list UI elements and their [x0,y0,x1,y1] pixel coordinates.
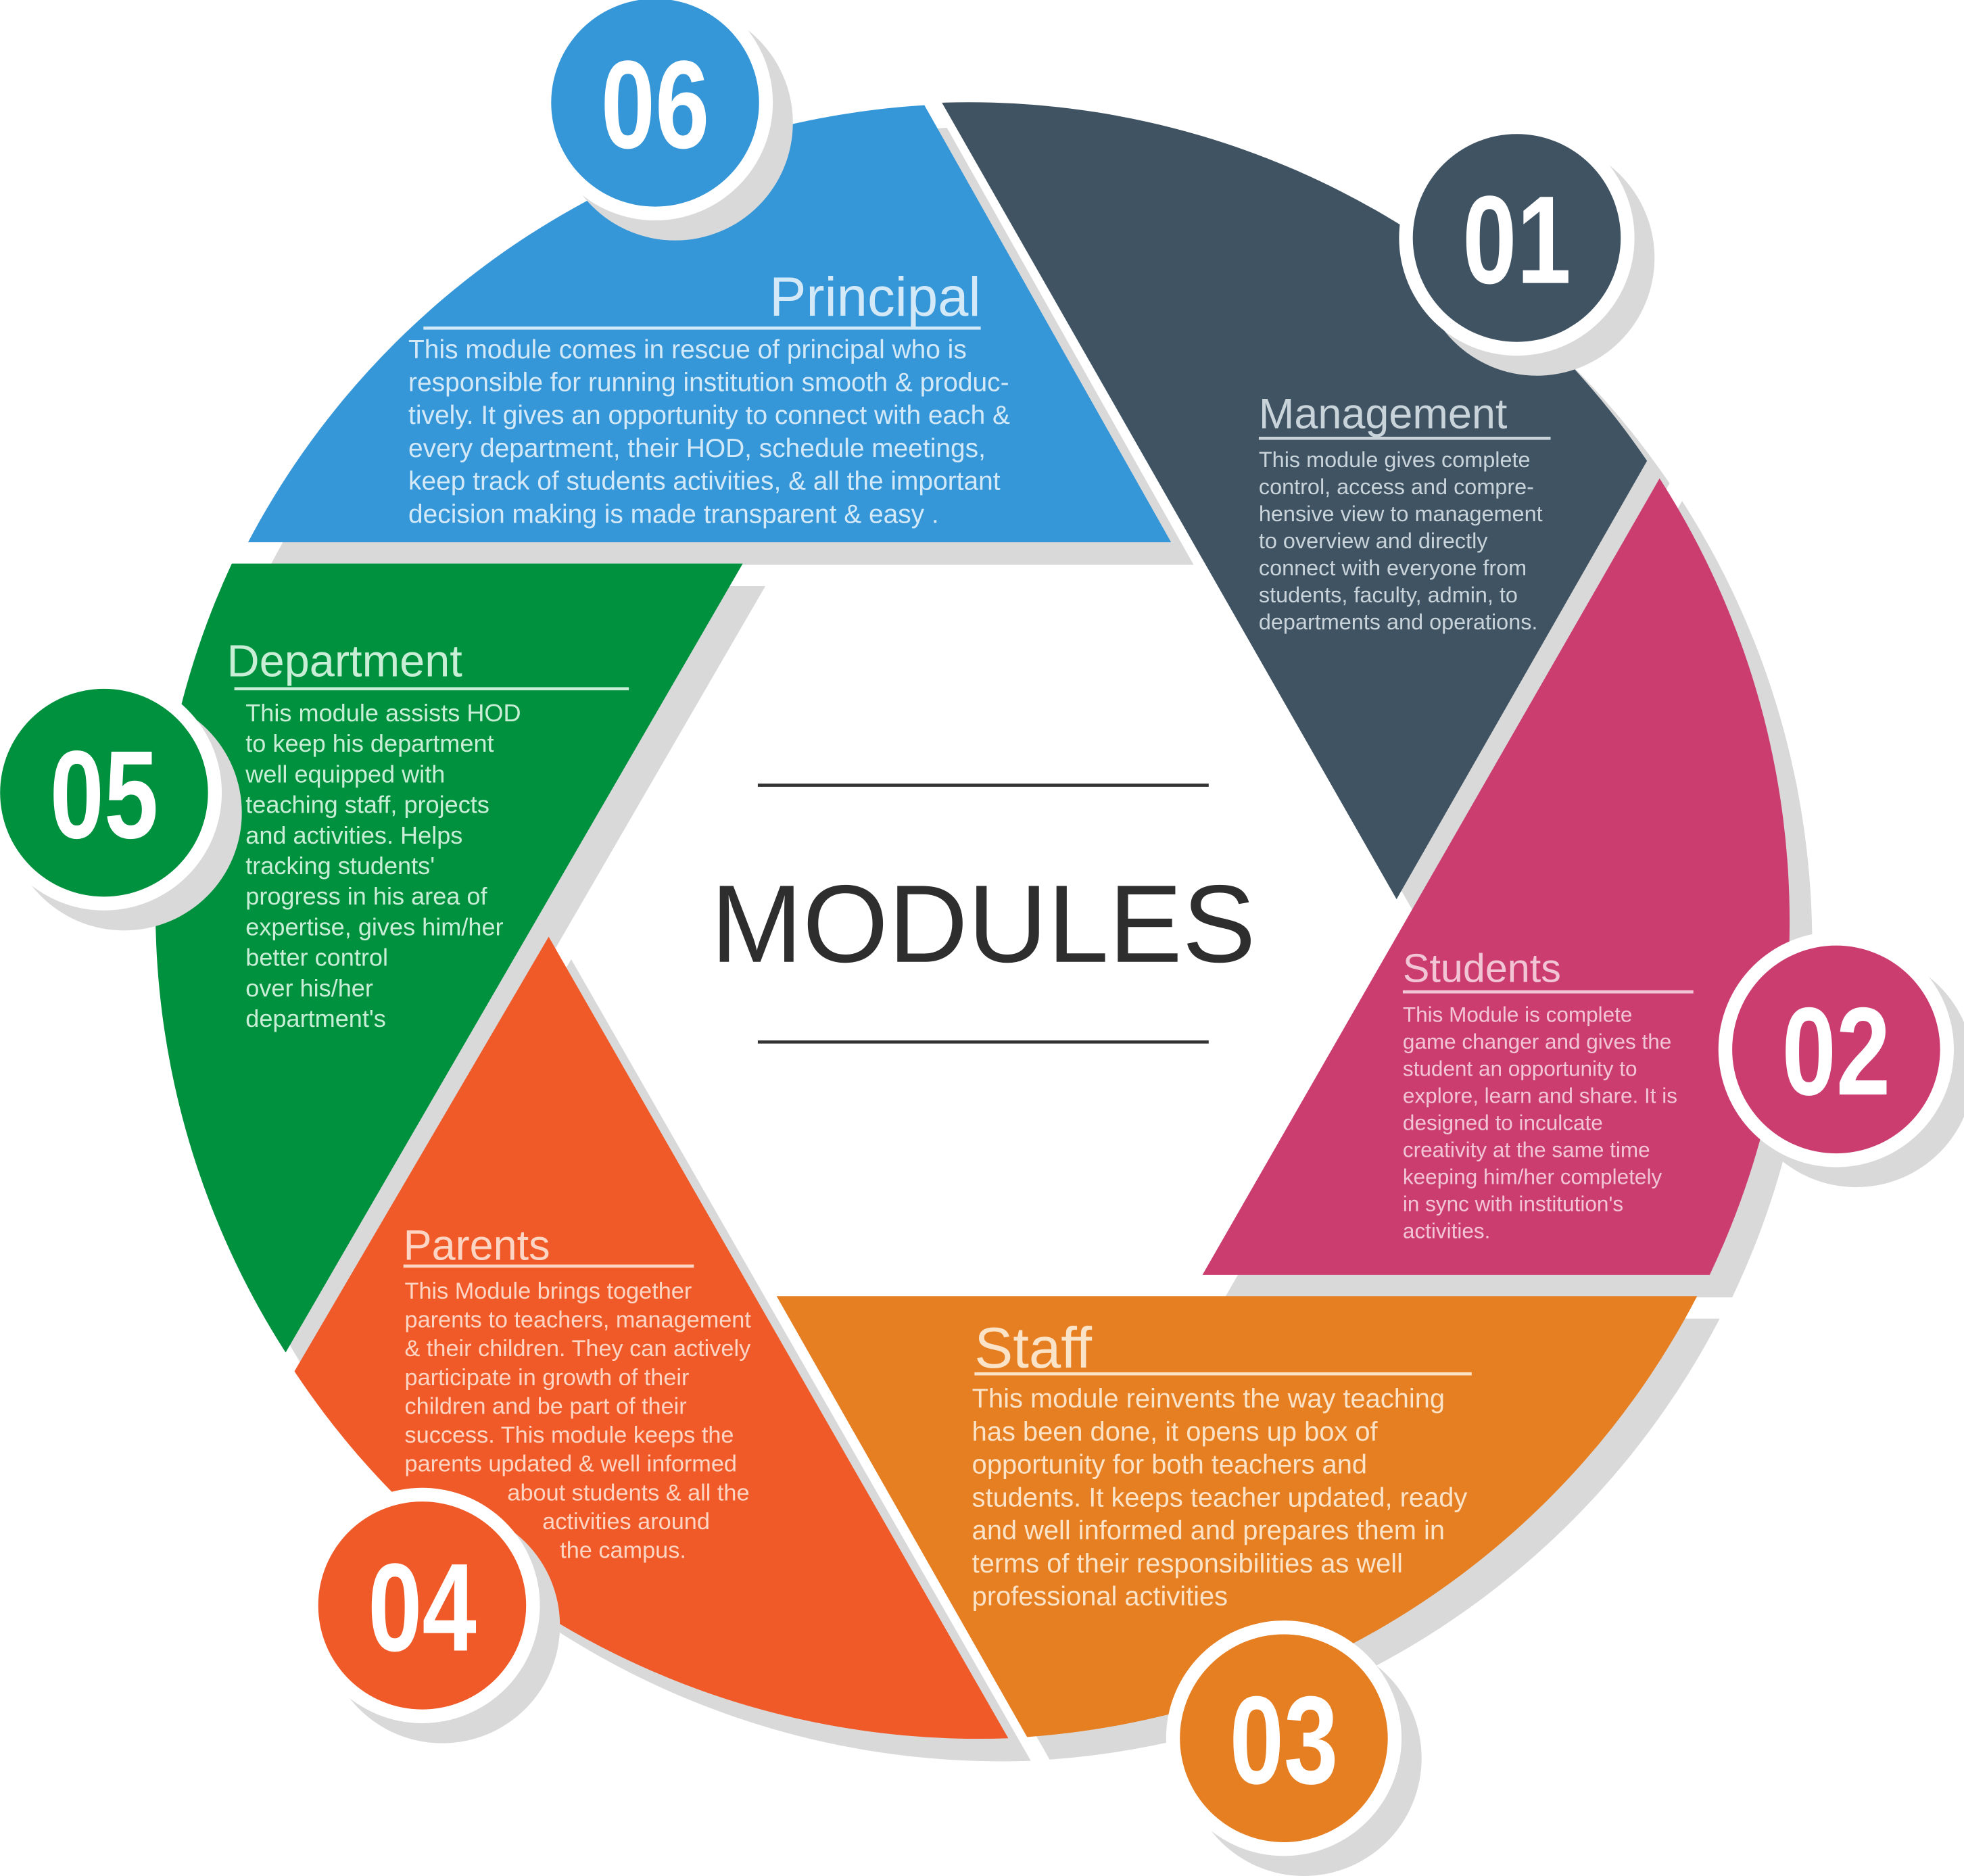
department-description-line: and activities. Helps [245,821,462,849]
parents-title: Parents [404,1222,550,1270]
principal-description-line: responsible for running institution smoo… [408,368,1009,398]
department-description-line: teaching staff, projects [245,791,489,819]
department-description-line: expertise, gives him/her [245,913,503,940]
department-description-line: tracking students' [245,852,435,880]
staff-number-badge: 03 [1166,1620,1422,1876]
management-description-line: control, access and compre- [1259,475,1534,499]
students-description-line: game changer and gives the [1403,1030,1671,1054]
parents-description-line: the campus. [560,1537,686,1563]
department-description-line: better control [245,944,388,971]
staff-description-line: and well informed and prepares them in [972,1516,1445,1545]
parents-description: This Module brings together parents to te… [405,1278,752,1563]
management-description: This module gives complete control, acces… [1259,448,1543,634]
parents-number-badge: 04 [304,1487,560,1743]
department-description-line: progress in his area of [245,882,487,910]
department-title: Department [226,636,462,686]
badge-circle [551,0,759,207]
department-number-badge: 05 [0,675,242,931]
students-description-line: keeping him/her completely [1403,1165,1662,1189]
management-description-line: hensive view to management [1259,502,1543,526]
center-title: MODULES [711,862,1255,986]
staff-title: Staff [974,1316,1092,1380]
parents-description-line: success. This module keeps the [405,1422,734,1448]
students-description-line: designed to inculcate [1403,1111,1603,1135]
department-segment [155,563,743,1353]
principal-description-line: This module comes in rescue of principal… [408,335,967,364]
parents-description-line: activities around [542,1509,710,1535]
parents-description-line: children and be part of their [405,1393,687,1419]
students-number: 02 [1782,982,1891,1122]
staff-description-line: opportunity for both teachers and [972,1450,1367,1480]
department-description-line: This module assists HOD [245,699,521,727]
students-description-line: This Module is complete [1403,1003,1632,1027]
parents-description-line: & their children. They can actively [405,1336,752,1362]
staff-description-line: has been done, it opens up box of [972,1417,1379,1447]
management-description-line: to overview and directly [1259,529,1488,553]
department-description-line: department's [245,1005,386,1032]
staff-segment [776,1296,1698,1737]
parents-description-line: parents updated & well informed [405,1451,737,1477]
management-title: Management [1259,391,1508,438]
parents-description-line: This Module brings together [405,1278,692,1304]
principal-description: This module comes in rescue of principal… [408,335,1010,529]
principal-description-line: keep track of students activities, & all… [408,467,1001,496]
students-description-line: activities. [1403,1219,1490,1243]
students-description-line: student an opportunity to [1403,1057,1637,1081]
principal-description-line: tively. It gives an opportunity to conne… [408,401,1010,430]
department-description-line: to keep his department [245,729,494,757]
students-title: Students [1403,945,1561,990]
principal-description-line: every department, their HOD, schedule me… [408,434,986,463]
parents-description-line: participate in growth of their [405,1365,690,1391]
students-description-line: creativity at the same time [1403,1138,1650,1162]
management-description-line: departments and operations. [1259,610,1538,634]
principal-number-badge: 06 [537,0,793,241]
principal-number: 06 [601,35,710,174]
badge-circle [0,688,208,897]
badge-circle [1412,134,1621,342]
staff-description-line: This module reinvents the way teaching [972,1384,1445,1414]
staff-number: 03 [1230,1671,1339,1810]
students-description-line: explore, learn and share. It is [1403,1084,1677,1108]
management-description-line: students, faculty, admin, to [1259,583,1518,607]
principal-description-line: decision making is made transparent & ea… [408,500,939,529]
staff-description-line: students. It keeps teacher updated, read… [972,1483,1468,1512]
principal-title: Principal [769,266,981,328]
parents-description-line: about students & all the [507,1480,749,1506]
management-number: 01 [1462,171,1571,310]
staff-description-line: professional activities [972,1581,1228,1611]
badge-circle [1732,945,1940,1154]
badge-circle [1180,1634,1388,1842]
students-description-line: in sync with institution's [1403,1192,1623,1216]
badge-circle [318,1501,527,1710]
management-number-badge: 01 [1399,120,1655,376]
parents-number: 04 [368,1538,477,1677]
staff-description-line: terms of their responsibilities as well [972,1549,1403,1579]
management-description-line: connect with everyone from [1259,556,1527,580]
students-number-badge: 02 [1718,932,1964,1188]
students-description: This Module is complete game changer and … [1403,1003,1677,1243]
principal-segment [247,105,1172,543]
management-description-line: This module gives complete [1259,448,1531,472]
parents-description-line: parents to teachers, management [405,1307,752,1333]
center-label: MODULES [711,784,1255,1044]
department-number: 05 [50,725,159,865]
department-description-line: well equipped with [245,760,445,788]
students-segment [1202,478,1790,1275]
department-description-line: over his/her [245,974,373,1002]
